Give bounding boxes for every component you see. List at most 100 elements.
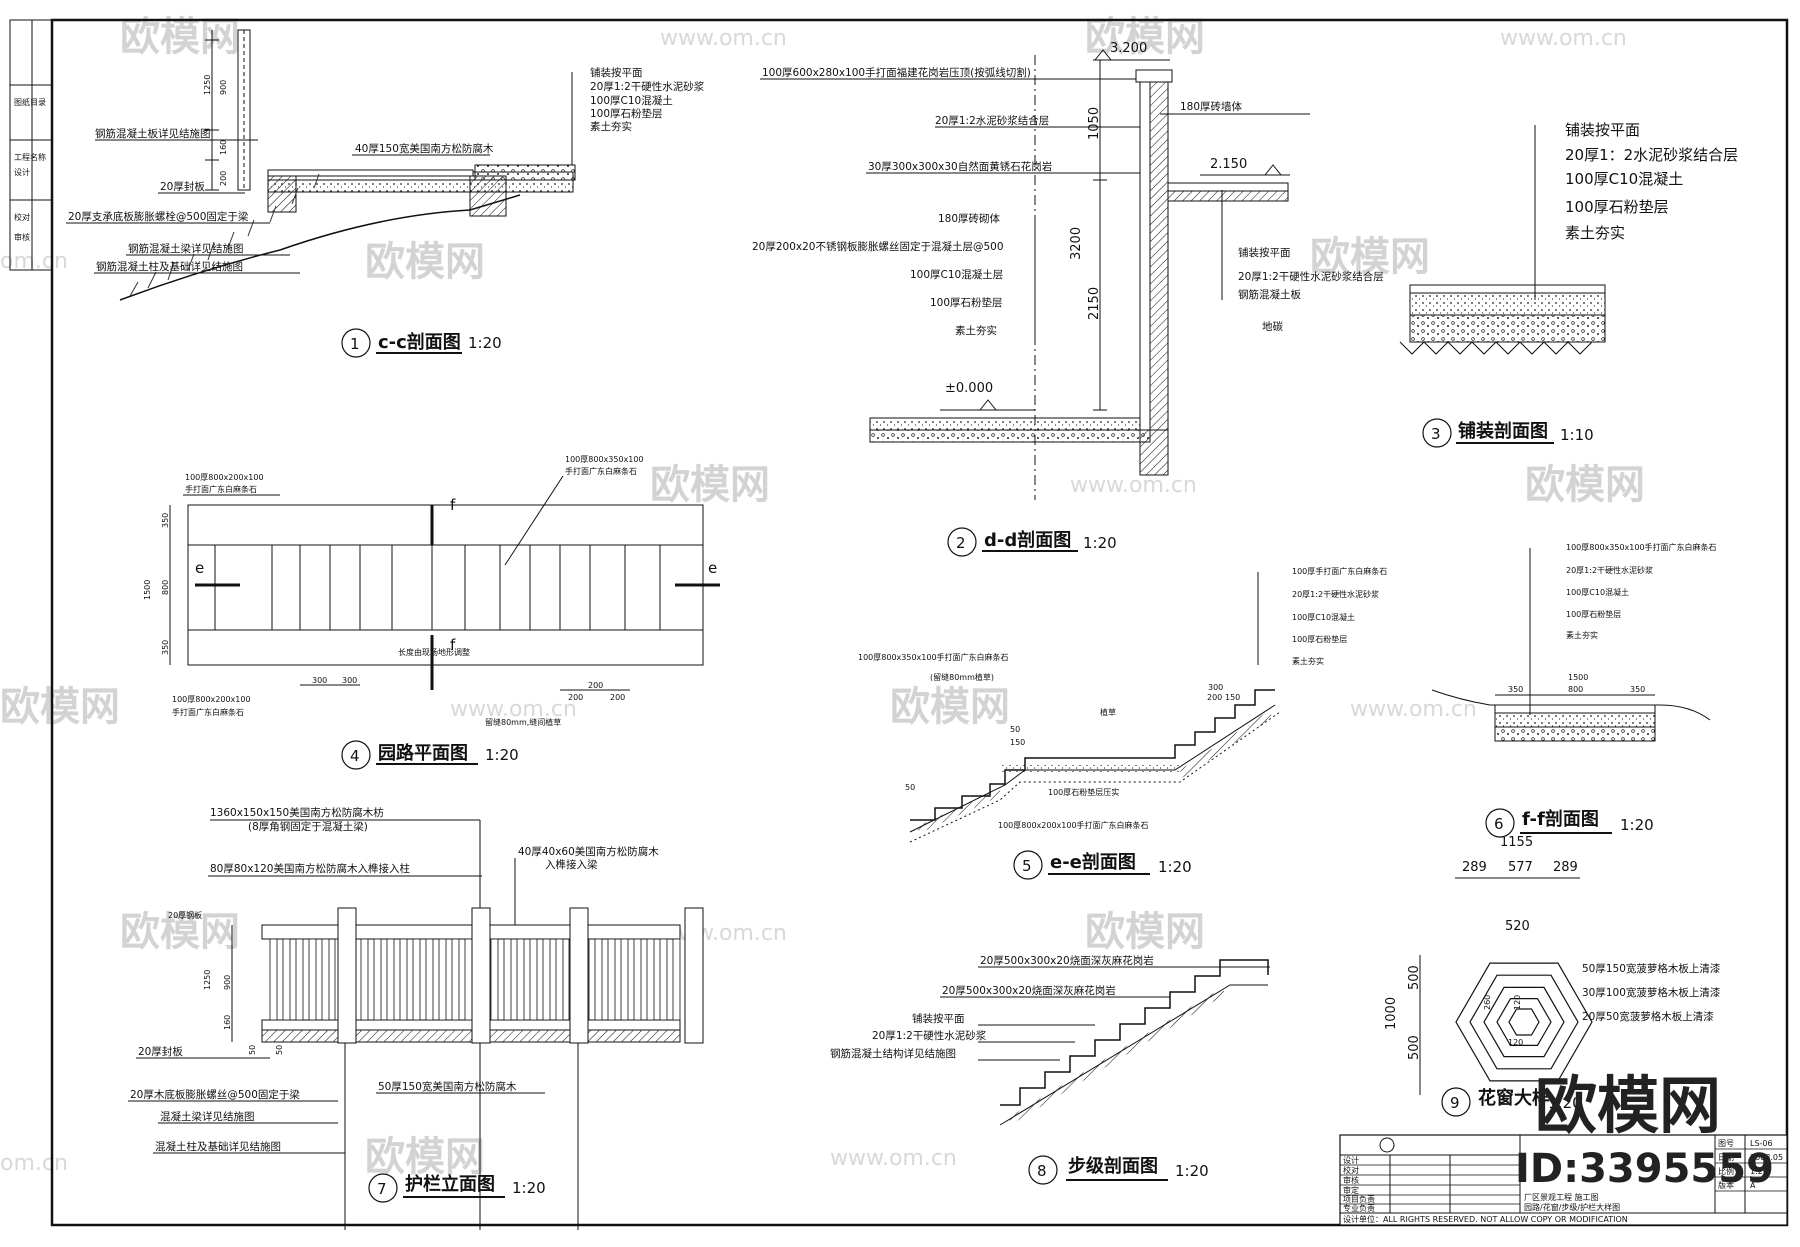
- dim-label: 900: [223, 975, 232, 990]
- detail-number: 3: [1431, 425, 1441, 443]
- note: 20厚50宽菠萝格木板上清漆: [1582, 1010, 1714, 1023]
- d1-right-notes: 铺装按平面 20厚1:2干硬性水泥砂浆 100厚C10混凝土 100厚石粉垫层 …: [590, 66, 705, 133]
- detail-number: 7: [377, 1180, 387, 1198]
- strip-label: 审核: [14, 232, 30, 242]
- detail-scale: 1:20: [485, 746, 519, 764]
- detail-number: 4: [350, 747, 360, 765]
- tb-field: 版本: [1718, 1180, 1734, 1190]
- note: 钢筋混凝土梁详见结施图: [128, 242, 244, 255]
- tb-row: 校对: [1343, 1165, 1359, 1175]
- brand-id: ID:3395559: [1515, 1146, 1774, 1192]
- note: 100厚800x200x100手打面广东白麻条石: [998, 820, 1149, 830]
- note: 80厚80x120美国南方松防腐木入榫接入柱: [210, 862, 410, 875]
- rail-baluster: [607, 938, 616, 1021]
- detail-8-step-section: 20厚500x300x20烧面深灰麻花岗岩 20厚500x300x20烧面深灰麻…: [830, 954, 1270, 1185]
- detail-title: 护栏立面图: [405, 1173, 495, 1195]
- note: 100厚石粉垫层: [1566, 609, 1621, 619]
- note: 钢筋混凝土柱及基础详见结施图: [96, 260, 243, 273]
- tb-project: 厂区景观工程 施工图: [1524, 1192, 1599, 1202]
- note: 20厚200x20不锈钢板膨胀螺丝固定于混凝土层@500: [752, 240, 1004, 253]
- note: 100厚石粉垫层: [590, 107, 663, 120]
- note: 100厚C10混凝土: [1292, 612, 1355, 622]
- cut-marker: f: [450, 636, 456, 654]
- detail-number: 5: [1022, 857, 1032, 875]
- watermark-logo: 欧模网: [0, 684, 120, 730]
- watermark-logo: 欧模网: [890, 684, 1010, 730]
- detail-9-lattice-window: 1155 289 577 289 520 1000 500 500 260 12…: [1384, 835, 1721, 1117]
- rail-baluster: [646, 938, 655, 1021]
- note: 地碳: [1262, 320, 1284, 333]
- dim-label: 2150: [1087, 287, 1102, 320]
- note: 100厚800x350x100: [565, 455, 644, 464]
- note: 100厚600x280x100手打面福建花岗岩压顶(按弧线切割): [762, 66, 1031, 79]
- detail-3-paving-section: 铺装按平面 20厚1：2水泥砂浆结合层 100厚C10混凝土 100厚石粉垫层 …: [1399, 121, 1738, 448]
- rail-baluster: [490, 938, 499, 1021]
- rail-baluster: [360, 938, 369, 1021]
- note: (留缝80mm植草): [930, 672, 994, 682]
- dim-label: 350: [161, 640, 170, 655]
- rail-baluster: [672, 938, 681, 1021]
- cut-marker: e: [195, 559, 204, 577]
- rail-baluster: [308, 938, 317, 1021]
- watermark-logo: 欧模网: [1310, 234, 1430, 280]
- dim-label: 160: [223, 1015, 232, 1030]
- note: 20厚1:2干硬性水泥砂浆: [872, 1029, 987, 1042]
- note: 40厚40x60美国南方松防腐木: [518, 845, 659, 858]
- cut-marker: e: [708, 559, 717, 577]
- detail-4-path-plan: e e f f 350 800 350 1500 300 300 200 200…: [143, 455, 720, 770]
- detail-title: 花窗大样: [1478, 1087, 1550, 1109]
- note: 100厚C10混凝土: [590, 94, 673, 107]
- detail-title: c-c剖面图: [378, 331, 461, 353]
- rail-baluster: [269, 938, 278, 1021]
- watermark-logo: 欧模网: [365, 1134, 485, 1180]
- note: 入榫接入梁: [545, 858, 598, 871]
- note: 手打面广东白麻条石: [172, 707, 244, 717]
- rail-baluster: [399, 938, 408, 1021]
- tb-value: 1:20: [1750, 1167, 1768, 1176]
- title-block: 设计 校对 审核 审定 项目负责 专业负责 厂区景观工程 施工图 园路/花窗/步…: [1339, 1134, 1788, 1226]
- tb-value: 2008.05: [1750, 1153, 1783, 1162]
- detail-number: 1: [350, 335, 360, 353]
- dim-label: 1500: [1568, 673, 1588, 682]
- watermark-url: www.om.cn: [660, 26, 787, 51]
- dim-label: 200: [219, 171, 228, 186]
- note: 100厚石粉垫层: [930, 296, 1003, 309]
- tb-row: 审定: [1343, 1185, 1359, 1195]
- dim-label: 1250: [203, 75, 212, 95]
- rail-baluster: [386, 938, 395, 1021]
- dim-label: 150: [1225, 693, 1240, 702]
- note: 20厚1:2水泥砂浆结合层: [935, 114, 1049, 127]
- note: 20厚1:2干硬性水泥砂浆: [1566, 565, 1653, 575]
- note: 100厚800x200x100: [172, 695, 251, 704]
- note: 20厚1:2干硬性水泥砂浆: [1292, 589, 1379, 599]
- dim-label: 520: [1505, 919, 1530, 934]
- dim-label: 800: [161, 580, 170, 595]
- detail-title: 步级剖面图: [1068, 1155, 1158, 1177]
- dim-label: 160: [219, 140, 228, 155]
- note: 长度由现场地形调整: [398, 647, 470, 657]
- watermark-url: www.om.cn: [1070, 473, 1197, 498]
- strip-label: 图纸目录: [14, 97, 46, 107]
- note: 钢筋混凝土板详见结施图: [95, 127, 211, 140]
- dim-label: 900: [219, 80, 228, 95]
- dim-label: 350: [1508, 685, 1523, 694]
- detail-scale: 1:20: [1548, 1094, 1582, 1112]
- dim-label: 500: [1407, 1035, 1422, 1060]
- rail-baluster: [295, 938, 304, 1021]
- tb-row: 专业负责: [1343, 1203, 1375, 1213]
- rail-baluster: [529, 938, 538, 1021]
- rail-baluster: [594, 938, 603, 1021]
- note: 混凝土柱及基础详见结施图: [155, 1140, 281, 1153]
- dim-label: 150: [1010, 738, 1025, 747]
- dim-label: 350: [1630, 685, 1645, 694]
- dim-label: 120: [1513, 995, 1522, 1010]
- note: 100厚C10混凝土: [1566, 587, 1629, 597]
- watermark-url: www.om.cn: [1500, 26, 1627, 51]
- note: 20厚500x300x20烧面深灰麻花岗岩: [942, 984, 1116, 997]
- brand-logo: 欧模网: [1535, 1069, 1721, 1142]
- strip-label: 校对: [14, 212, 30, 222]
- rail-baluster: [425, 938, 434, 1021]
- note: 手打面广东白麻条石: [565, 466, 637, 476]
